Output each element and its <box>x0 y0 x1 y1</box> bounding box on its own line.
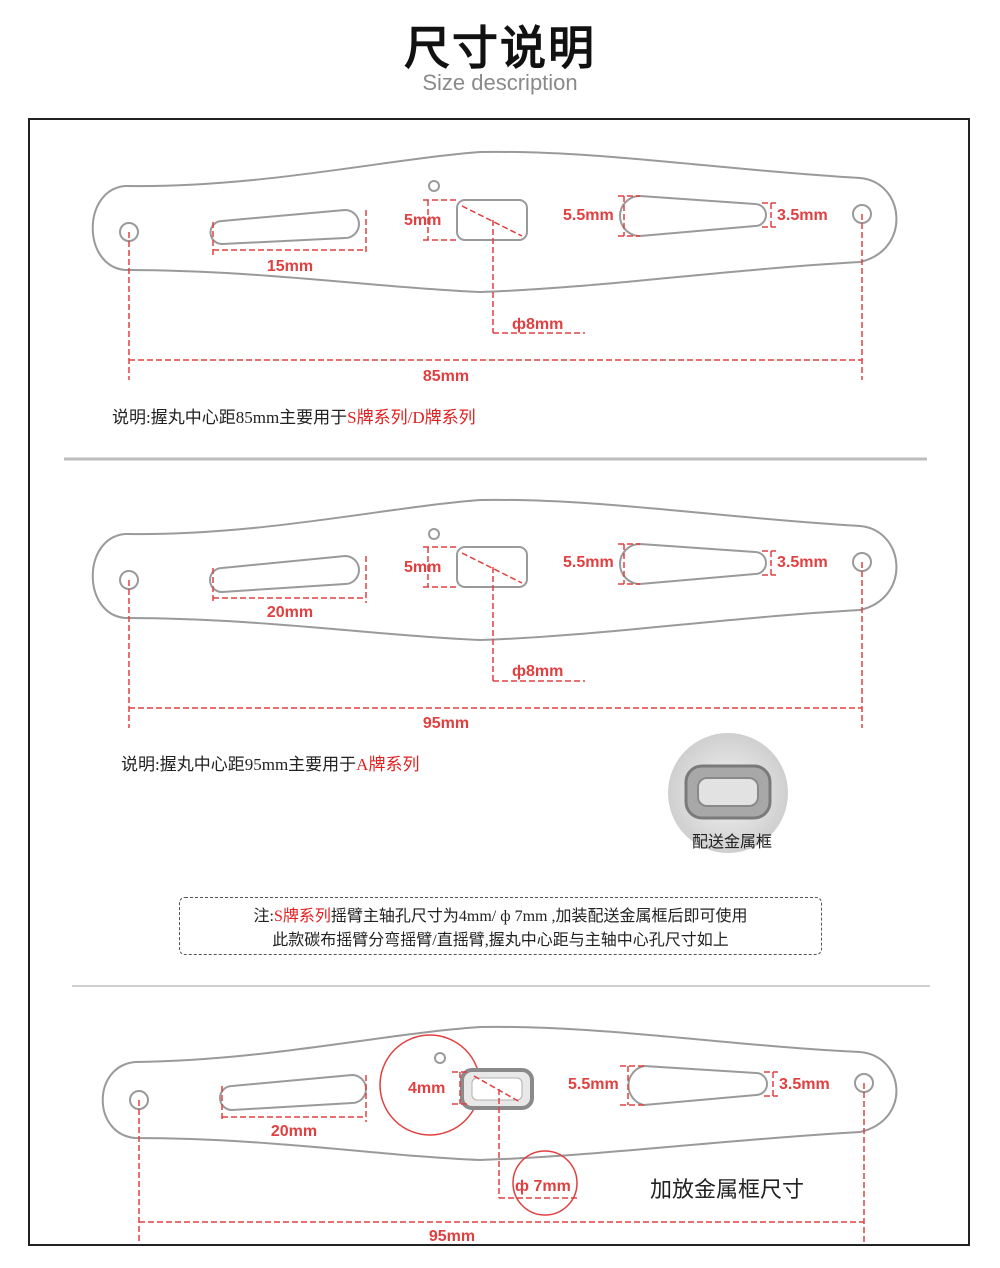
notice-highlight: S牌系列 <box>273 908 331 925</box>
notice-prefix: 注: <box>253 908 274 925</box>
slot-length-label: 20mm <box>267 604 313 621</box>
left-slot <box>209 208 360 246</box>
right-slot-end-label: 3.5mm <box>779 1076 830 1093</box>
left-slot <box>209 554 360 594</box>
right-slot-end-label: 3.5mm <box>777 207 828 224</box>
highlight-circle-diameter <box>512 1150 578 1216</box>
slot-length-label: 15mm <box>267 258 313 275</box>
center-distance-label: 95mm <box>429 1228 475 1245</box>
slot-length-label: 20mm <box>271 1123 317 1140</box>
notice-line-2: 此款碳布摇臂分弯摇臂/直摇臂,握丸中心距与主轴中心孔尺寸如上 <box>272 932 729 949</box>
note-highlight: A牌系列 <box>356 755 420 774</box>
small-hole <box>434 1052 446 1064</box>
content-frame <box>28 118 970 1246</box>
center-distance-label: 95mm <box>423 715 469 732</box>
note-text: 说明:握丸中心距85mm主要用于 <box>112 408 348 427</box>
note-text: 说明:握丸中心距95mm主要用于 <box>121 755 357 774</box>
hole-diameter-label: ф 7mm <box>515 1178 571 1195</box>
right-slot-height-label: 5.5mm <box>563 554 614 571</box>
left-slot <box>219 1073 367 1112</box>
rocker-arm-diagram-85: 15mm 5mm 5.5mm 3.5mm ф8mm 85mm <box>91 150 898 385</box>
right-slot <box>619 542 767 586</box>
page-title: 尺寸说明 <box>404 21 596 75</box>
note-highlight: S牌系列/D牌系列 <box>347 408 476 427</box>
arm-outline <box>101 1025 898 1162</box>
small-hole <box>428 528 440 540</box>
notice-line-1-text: 摇臂主轴孔尺寸为4mm/ ф 7mm ,加装配送金属框后即可使用 <box>330 908 748 925</box>
right-slot <box>619 194 767 238</box>
rocker-arm-diagram-95: 20mm 5mm 5.5mm 3.5mm ф8mm 95mm <box>91 498 898 732</box>
metal-frame-size-callout: 加放金属框尺寸 <box>650 1178 805 1203</box>
notice-line-1: 注:S牌系列摇臂主轴孔尺寸为4mm/ ф 7mm ,加装配送金属框后即可使用 <box>180 905 821 929</box>
hole-diameter-label: ф8mm <box>512 663 563 680</box>
center-rect-hole <box>456 546 528 588</box>
metal-frame-photo <box>668 733 788 853</box>
small-hole <box>428 180 440 192</box>
center-hole-height-label: 5mm <box>404 559 441 576</box>
note-85mm: 说明:握丸中心距85mm主要用于S牌系列/D牌系列 <box>112 403 476 428</box>
center-distance-label: 85mm <box>423 368 469 385</box>
rocker-arm-diagram-metal-frame: 20mm 4mm 5.5mm 3.5mm ф 7mm 95mm <box>101 1025 898 1245</box>
arm-outline <box>91 150 898 294</box>
center-hole-height-label: 4mm <box>408 1080 445 1097</box>
hole-diameter-label: ф8mm <box>512 316 563 333</box>
right-slot <box>627 1064 768 1107</box>
center-rect-hole <box>456 199 528 241</box>
notice-box: 注:S牌系列摇臂主轴孔尺寸为4mm/ ф 7mm ,加装配送金属框后即可使用 此… <box>179 897 822 955</box>
right-slot-end-label: 3.5mm <box>777 554 828 571</box>
note-95mm: 说明:握丸中心距95mm主要用于A牌系列 <box>121 750 419 775</box>
arm-outline <box>91 498 898 642</box>
page-subtitle: Size description <box>422 70 578 95</box>
metal-frame-caption: 配送金属框 <box>691 832 772 851</box>
right-slot-height-label: 5.5mm <box>563 207 614 224</box>
center-hole-height-label: 5mm <box>404 212 441 229</box>
right-slot-height-label: 5.5mm <box>568 1076 619 1093</box>
